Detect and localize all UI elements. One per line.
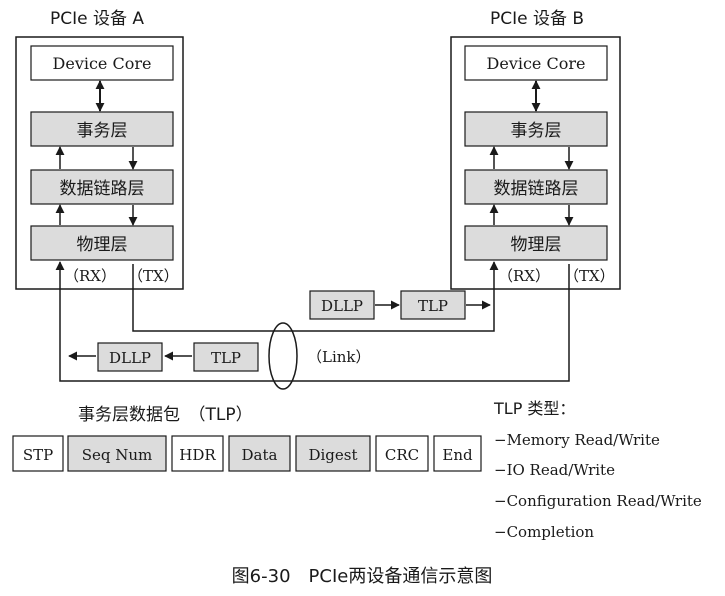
device-a-core-box xyxy=(30,45,174,81)
link-wire-a-to-b xyxy=(132,261,499,332)
link-label: （Link） xyxy=(307,348,371,366)
tlp-field-crc-box xyxy=(375,435,429,472)
bottom-tlp-packet xyxy=(193,342,259,372)
device-b-title: PCIe 设备 B xyxy=(490,9,584,29)
device-a-tx-label: （TX） xyxy=(128,267,179,285)
device-a-transaction-layer xyxy=(30,111,174,147)
tlp-field-data-label: Data xyxy=(242,446,278,464)
device-a-physical-layer xyxy=(30,225,174,261)
bottom-dllp-packet xyxy=(97,342,163,372)
tlp-type-item: −Memory Read/Write xyxy=(494,431,660,449)
tlp-field-hdr-label: HDR xyxy=(179,446,216,464)
device-a-title: PCIe 设备 A xyxy=(50,9,144,29)
device-b-data-link-layer xyxy=(464,169,608,205)
device-b-core-box xyxy=(464,45,608,81)
tlp-type-item: −IO Read/Write xyxy=(494,461,615,479)
bottom-packet-flow: DLLP TLP xyxy=(68,342,259,372)
device-b-core-label: Device Core xyxy=(487,54,586,73)
device-a-data-link-label: 数据链路层 xyxy=(60,179,145,199)
device-a-rx-label: （RX） xyxy=(64,267,116,285)
device-b-data-link-label: 数据链路层 xyxy=(494,179,579,199)
device-b-transaction-label: 事务层 xyxy=(511,121,562,141)
tlp-field-stp-box xyxy=(12,435,64,472)
top-dllp-packet xyxy=(309,290,375,320)
tlp-type-item: −Configuration Read/Write xyxy=(494,492,702,510)
link-wire-b-to-a xyxy=(55,261,570,382)
device-a-physical-label: 物理层 xyxy=(77,235,128,255)
device-a-frame xyxy=(15,36,184,290)
device-b-frame xyxy=(450,36,621,290)
device-a-core-label: Device Core xyxy=(53,54,152,73)
device-b-tx-label: （TX） xyxy=(564,267,615,285)
tlp-field-seq-num-label: Seq Num xyxy=(82,446,153,464)
tlp-field-data-box xyxy=(228,435,291,472)
tlp-field-hdr-box xyxy=(171,435,224,472)
top-dllp-label: DLLP xyxy=(321,297,363,315)
tlp-field-stp-label: STP xyxy=(23,446,53,464)
device-a-transaction-label: 事务层 xyxy=(77,121,128,141)
tlp-field-digest-box xyxy=(295,435,371,472)
tlp-field-crc-label: CRC xyxy=(385,446,419,464)
device-b: PCIe 设备 B Device Core 事务层 数据链路层 物理层 （RX）… xyxy=(450,9,621,290)
top-tlp-packet xyxy=(400,290,466,320)
device-b-physical-layer xyxy=(464,225,608,261)
tlp-packet-title: 事务层数据包 （TLP） xyxy=(78,405,253,425)
top-tlp-label: TLP xyxy=(418,297,448,315)
device-b-transaction-layer xyxy=(464,111,608,147)
link-ellipse xyxy=(268,322,298,390)
tlp-types-title: TLP 类型： xyxy=(493,399,575,418)
tlp-field-row: STP Seq Num HDR Data Digest CRC End xyxy=(12,435,482,472)
figure-caption: 图6-30 PCIe两设备通信示意图 xyxy=(232,566,493,587)
tlp-field-end-label: End xyxy=(442,446,473,464)
device-b-physical-label: 物理层 xyxy=(511,235,562,255)
bottom-dllp-label: DLLP xyxy=(109,349,151,367)
device-b-rx-label: （RX） xyxy=(498,267,550,285)
top-packet-flow: DLLP TLP xyxy=(309,290,491,320)
device-a: PCIe 设备 A Device Core 事务层 数据链路层 物理层 （RX）… xyxy=(15,9,184,290)
tlp-type-item: −Completion xyxy=(494,523,594,541)
device-a-data-link-layer xyxy=(30,169,174,205)
tlp-field-seq-num-box xyxy=(67,435,167,472)
tlp-field-digest-label: Digest xyxy=(308,446,357,464)
bottom-tlp-label: TLP xyxy=(211,349,241,367)
tlp-field-end-box xyxy=(433,435,482,472)
